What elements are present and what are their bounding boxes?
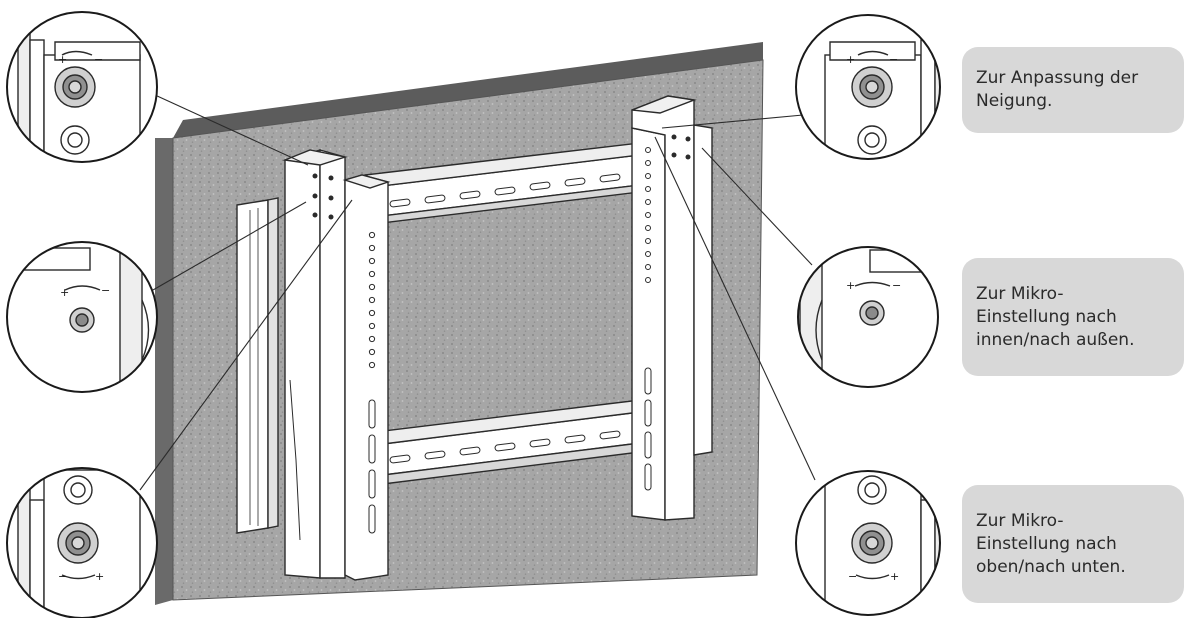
magnifier-left-top <box>6 11 158 163</box>
adjuster-symbols: + − + − − + + − + − − + <box>58 53 901 583</box>
callout-line: Einstellung nach <box>976 533 1117 554</box>
callout-line: Neigung. <box>976 91 1053 111</box>
callout-updown-text: Zur Mikro- Einstellung nach oben/nach un… <box>976 510 1126 579</box>
magnifier-left-bottom <box>6 467 158 618</box>
callout-updown: Zur Mikro- Einstellung nach oben/nach un… <box>962 485 1184 603</box>
plus-symbol: + <box>58 53 67 66</box>
magnifier-right-bottom <box>795 470 941 616</box>
callout-line: innen/nach außen. <box>976 329 1135 350</box>
callout-line: Zur Mikro- <box>976 510 1064 531</box>
plus-symbol: + <box>846 279 855 292</box>
left-bracket <box>236 149 391 581</box>
leader-lines <box>139 94 816 491</box>
minus-symbol: − <box>58 570 67 583</box>
callout-line: Zur Anpassung der <box>976 68 1139 88</box>
minus-symbol: − <box>94 53 103 66</box>
plus-symbol: + <box>60 286 69 299</box>
callout-tilt-text: Zur Anpassung der Neigung. <box>976 67 1138 113</box>
magnifier-right-top <box>795 14 941 160</box>
callout-inout-text: Zur Mikro- Einstellung nach innen/nach a… <box>976 283 1135 352</box>
callout-tilt: Zur Anpassung der Neigung. <box>962 47 1184 133</box>
callout-line: Einstellung nach <box>976 306 1117 327</box>
callout-inout: Zur Mikro- Einstellung nach innen/nach a… <box>962 258 1184 376</box>
callout-line: oben/nach unten. <box>976 556 1126 577</box>
callout-line: Zur Mikro- <box>976 283 1064 304</box>
right-bracket <box>631 95 713 521</box>
plus-symbol: + <box>846 53 855 66</box>
minus-symbol: − <box>889 53 898 66</box>
magnifier-right-middle <box>797 246 939 388</box>
minus-symbol: − <box>848 570 857 583</box>
plus-symbol: + <box>95 570 104 583</box>
minus-symbol: − <box>101 284 110 297</box>
minus-symbol: − <box>892 279 901 292</box>
plus-symbol: + <box>890 570 899 583</box>
magnifier-left-middle <box>6 241 158 393</box>
